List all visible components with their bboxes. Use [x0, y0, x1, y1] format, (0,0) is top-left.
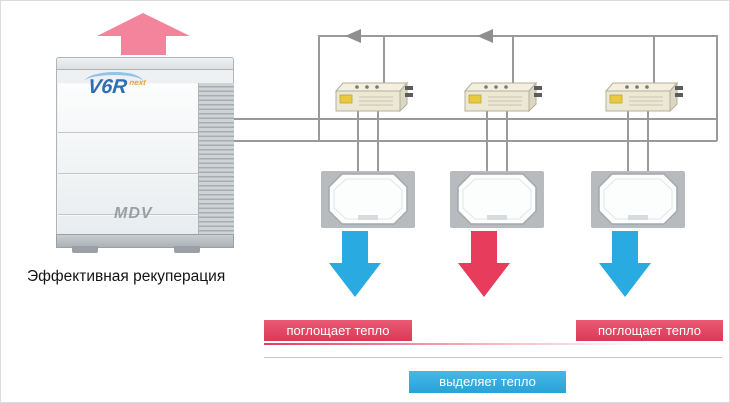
indoor-cassette-1 [320, 170, 416, 229]
absorb-heat-label-left: поглощает тепло [264, 320, 412, 341]
heat-down-arrow-icon [458, 231, 510, 297]
divider-line [264, 357, 722, 358]
outdoor-unit-front-panels [58, 83, 198, 247]
branch-box-3 [605, 82, 684, 112]
pipe-flow-left-arrow-icon [477, 29, 493, 43]
outdoor-unit-body [56, 69, 234, 247]
pipe-flow-left-arrow-icon [345, 29, 361, 43]
outdoor-unit: V6Rnext MDV [56, 57, 234, 254]
v6r-logo: V6Rnext [83, 72, 146, 98]
heat-divider-line [264, 343, 721, 345]
branch-box-2 [464, 82, 543, 112]
outdoor-unit-vent-grille [198, 83, 234, 247]
logo-swoosh-icon [83, 72, 144, 91]
outdoor-unit-foot [72, 246, 98, 253]
refrigerant-pipes [233, 35, 718, 172]
branch-box-1 [335, 82, 414, 112]
absorb-heat-label-right: поглощает тепло [576, 320, 723, 341]
exhaust-up-arrow-icon [97, 13, 190, 55]
mdv-brand-logo: MDV [114, 205, 153, 222]
outdoor-unit-foot [174, 246, 200, 253]
indoor-cassette-2 [449, 170, 545, 229]
cool-down-arrow-icon [329, 231, 381, 297]
outdoor-unit-base [56, 234, 234, 248]
emit-heat-label-center: выделяет тепло [409, 371, 566, 393]
cool-down-arrow-icon [599, 231, 651, 297]
diagram-caption: Эффективная рекуперация [27, 268, 226, 285]
indoor-cassette-3 [590, 170, 686, 229]
